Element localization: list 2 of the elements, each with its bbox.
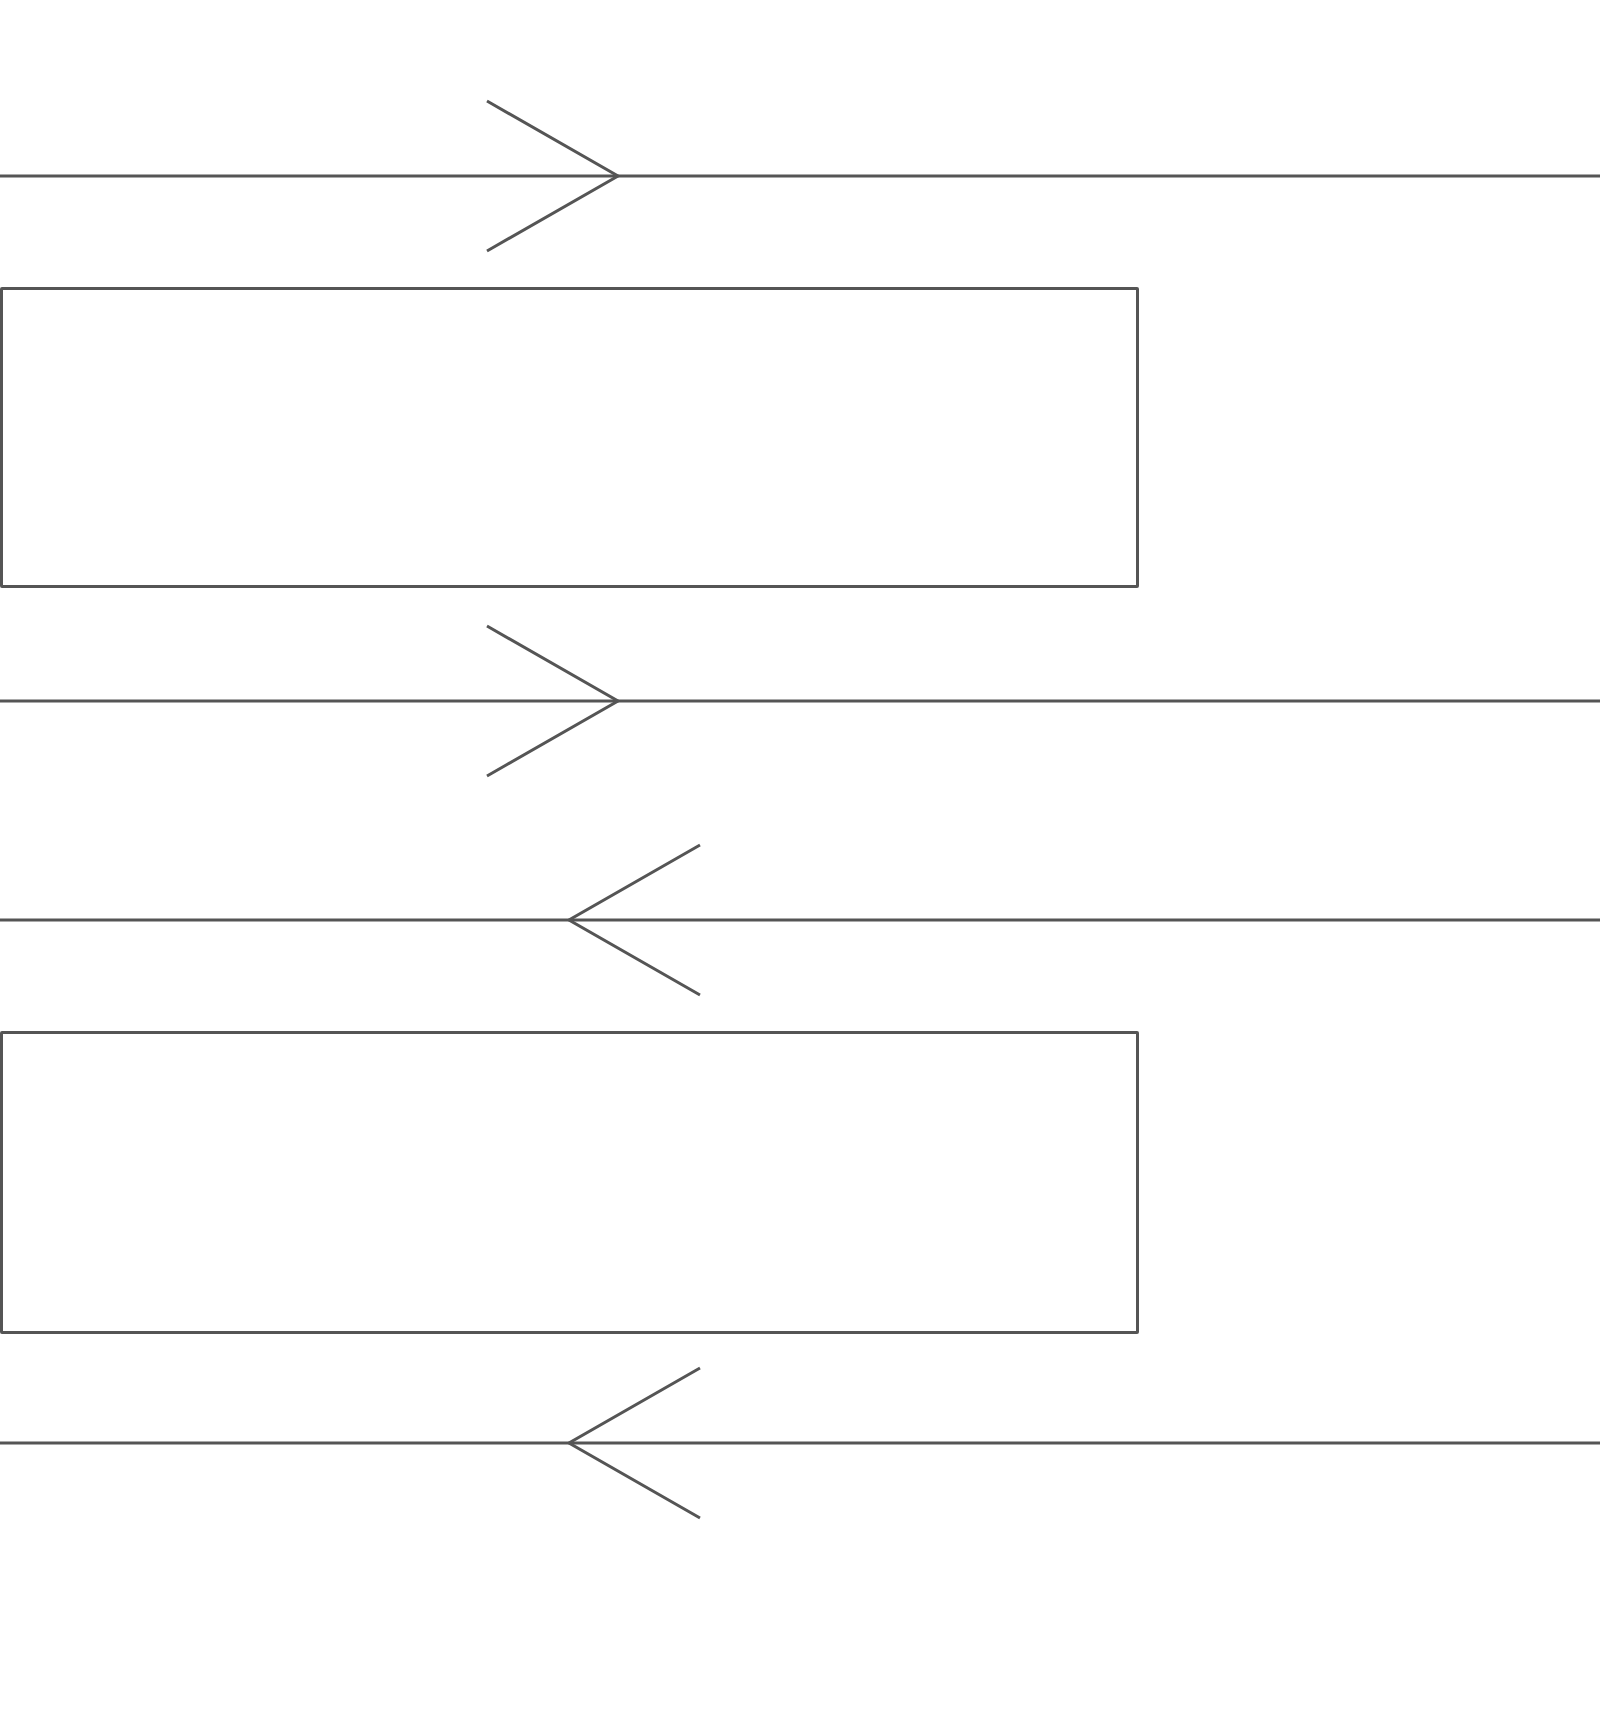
rectangle-box [0, 287, 1139, 588]
rectangle-box [0, 1031, 1139, 1334]
